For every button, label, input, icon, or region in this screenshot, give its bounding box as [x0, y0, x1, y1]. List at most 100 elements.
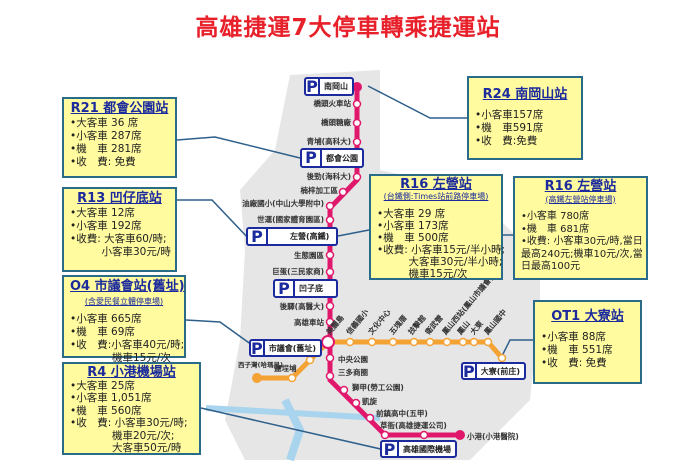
- box-line: •機 車 500席: [377, 232, 449, 244]
- box-line: •收費: 大客車60/時;: [70, 233, 167, 245]
- parking-icon: P: [306, 79, 320, 95]
- box-line: •機 車 560席: [70, 404, 142, 417]
- box-line: •小客車 173席: [377, 220, 449, 232]
- station-label: 世運(國家體育園區): [257, 215, 324, 224]
- info-box-r16-times: R16 左營站 (台鐵側:Times站前路停車場) •大客車 29 席 •小客車…: [369, 174, 506, 280]
- station-label: 橋頭糖廠: [321, 118, 351, 127]
- box-title: OT1 大寮站: [551, 309, 624, 324]
- box-line: •收 費: 免費: [541, 357, 607, 369]
- parking-icon: P: [302, 150, 322, 166]
- harbor: [205, 405, 381, 421]
- station-label: 小港(小港醫院): [467, 432, 519, 441]
- box-title: R16 左營站: [400, 177, 472, 192]
- parking-label: 高雄國際機場: [403, 444, 451, 454]
- info-box-r13: R13 凹仔底站 •大客車 12席 •小客車 192席 •收費: 大客車60/時…: [62, 187, 177, 272]
- box-line: •小客車157席: [475, 109, 544, 121]
- box-line: 日最高100元: [521, 261, 581, 272]
- box-line: •大客車 12席: [70, 207, 135, 219]
- box-line: •收 費:小客車40元/時;: [70, 339, 185, 351]
- station-label: 巨蛋(三民家商): [272, 267, 324, 276]
- box-line: •小客車 287席: [70, 130, 142, 142]
- box-line: •機 車 69席: [70, 326, 135, 338]
- parking-r24[interactable]: P 南岡山: [304, 77, 354, 96]
- box-line: •大客車 25席: [70, 379, 135, 392]
- parking-label: 大寮(前庄): [480, 366, 521, 376]
- info-box-ot1: OT1 大寮站 •小客車 88席 •機 車 551席 •收 費: 免費: [533, 300, 642, 384]
- parking-icon: P: [382, 442, 399, 458]
- station-label: 油廠國小(中山大學附中): [242, 199, 324, 208]
- info-box-r21: R21 都會公園站 •大客車 36 席 •小客車 287席 •機 車 281席 …: [62, 97, 177, 178]
- station-label: 高雄車站: [294, 318, 324, 327]
- parking-r21[interactable]: P 都會公園: [300, 148, 364, 168]
- parking-r13[interactable]: P 凹子底: [273, 279, 338, 298]
- box-line: •小客車 780席: [521, 211, 590, 222]
- box-subtitle: (台鐵側:Times站前路停車場): [383, 192, 489, 201]
- box-line: •收費: 小客車30元/時,當日: [521, 236, 643, 247]
- page-title: 高雄捷運7大停車轉乘捷運站: [195, 15, 501, 41]
- box-line: •機 車 551席: [541, 344, 613, 356]
- parking-label: 凹子底: [299, 284, 323, 293]
- station-label: 中央公園: [338, 355, 368, 364]
- box-line: 大客車50元/時: [70, 442, 182, 454]
- box-line: •收 費: 免費: [70, 156, 136, 168]
- station-label: 後驛(高醫大): [279, 302, 324, 311]
- parking-r4[interactable]: P 高雄國際機場: [380, 440, 457, 458]
- box-line: 最高240元;機車10元/次,當: [521, 248, 643, 260]
- box-line: 機車15元/次: [70, 352, 171, 364]
- box-line: •小客車 192席: [70, 220, 142, 232]
- connector-lines: [176, 85, 533, 451]
- info-box-r16-hsr: R16 左營站 (高鐵左營站停車場) •小客車 780席 •機 車 681席 •…: [513, 176, 648, 280]
- station-label: 西子灣(哈瑪星): [238, 361, 283, 369]
- box-line: •機 車 681席: [521, 223, 590, 235]
- station-label: 鹽埕埔: [274, 364, 297, 373]
- o1-terminal: [252, 373, 262, 383]
- box-title: R4 小港機場站: [87, 365, 176, 380]
- box-line: •收 費: 小客車30元/時;: [70, 417, 188, 429]
- parking-label: 都會公園: [326, 153, 358, 163]
- box-line: 機車15元/次: [377, 268, 468, 280]
- box-line: •收費: 小客車15元/半小時;: [377, 244, 506, 256]
- parking-icon: P: [275, 281, 295, 297]
- station-label: 前鎮高中(五甲): [376, 409, 428, 418]
- box-title: R21 都會公園站: [70, 101, 169, 116]
- box-line: •小客車 1,051席: [70, 392, 152, 404]
- parking-icon: P: [248, 229, 268, 245]
- station-label: 楠梓加工區: [300, 186, 339, 195]
- interchange-meilidao: [321, 335, 335, 349]
- orange-station-dots: [287, 337, 507, 383]
- box-line: •小客車 665席: [70, 313, 142, 325]
- parking-label: 左營(高鐵): [290, 232, 330, 241]
- r24-terminal: [352, 82, 362, 92]
- box-subtitle: (含愛民餐立體停車場): [84, 297, 164, 306]
- parking-icon: P: [251, 339, 265, 358]
- box-subtitle: (高鐵左營站停車場): [545, 194, 616, 204]
- station-label: 青埔(高科大): [306, 137, 351, 146]
- box-line: •大客車 36 席: [70, 117, 139, 129]
- parking-label: 南岡山: [324, 82, 348, 91]
- station-label: 橋頭火車站: [313, 99, 352, 108]
- station-label: 獅甲(勞工公園): [352, 383, 404, 392]
- box-line: •機 車 281席: [70, 143, 142, 155]
- box-title: R13 凹仔底站: [77, 191, 162, 206]
- box-line: •收 費:免費: [475, 135, 538, 147]
- station-label: 生態園區: [294, 251, 324, 260]
- parking-r16[interactable]: P 左營(高鐵): [246, 227, 338, 246]
- box-line: •小客車 88席: [541, 331, 606, 343]
- station-label: 後勁(海科大): [306, 172, 351, 181]
- box-title: O4 市議會站(舊址): [70, 279, 185, 294]
- box-line: 小客車30元/時: [70, 246, 171, 258]
- info-box-r24: R24 南岡山站 •小客車157席 •機 車591席 •收 費:免費: [467, 76, 583, 160]
- box-title: R16 左營站: [544, 179, 617, 194]
- parking-icon: P: [463, 362, 477, 381]
- station-label: 三多商圈: [338, 368, 368, 377]
- parking-label: 市議會(舊址): [268, 343, 317, 353]
- box-line: •大客車 29 席: [377, 208, 446, 220]
- info-box-o4: O4 市議會站(舊址) (含愛民餐立體停車場) •小客車 665席 •機 車 6…: [62, 275, 186, 364]
- box-line: •機 車591席: [475, 122, 544, 134]
- station-label: 草衙(高雄捷運公司): [380, 421, 447, 430]
- box-title: R24 南岡山站: [482, 87, 568, 102]
- box-line: 機車20元/次;: [70, 429, 175, 442]
- box-line: 大客車30元/半小時;: [377, 256, 503, 268]
